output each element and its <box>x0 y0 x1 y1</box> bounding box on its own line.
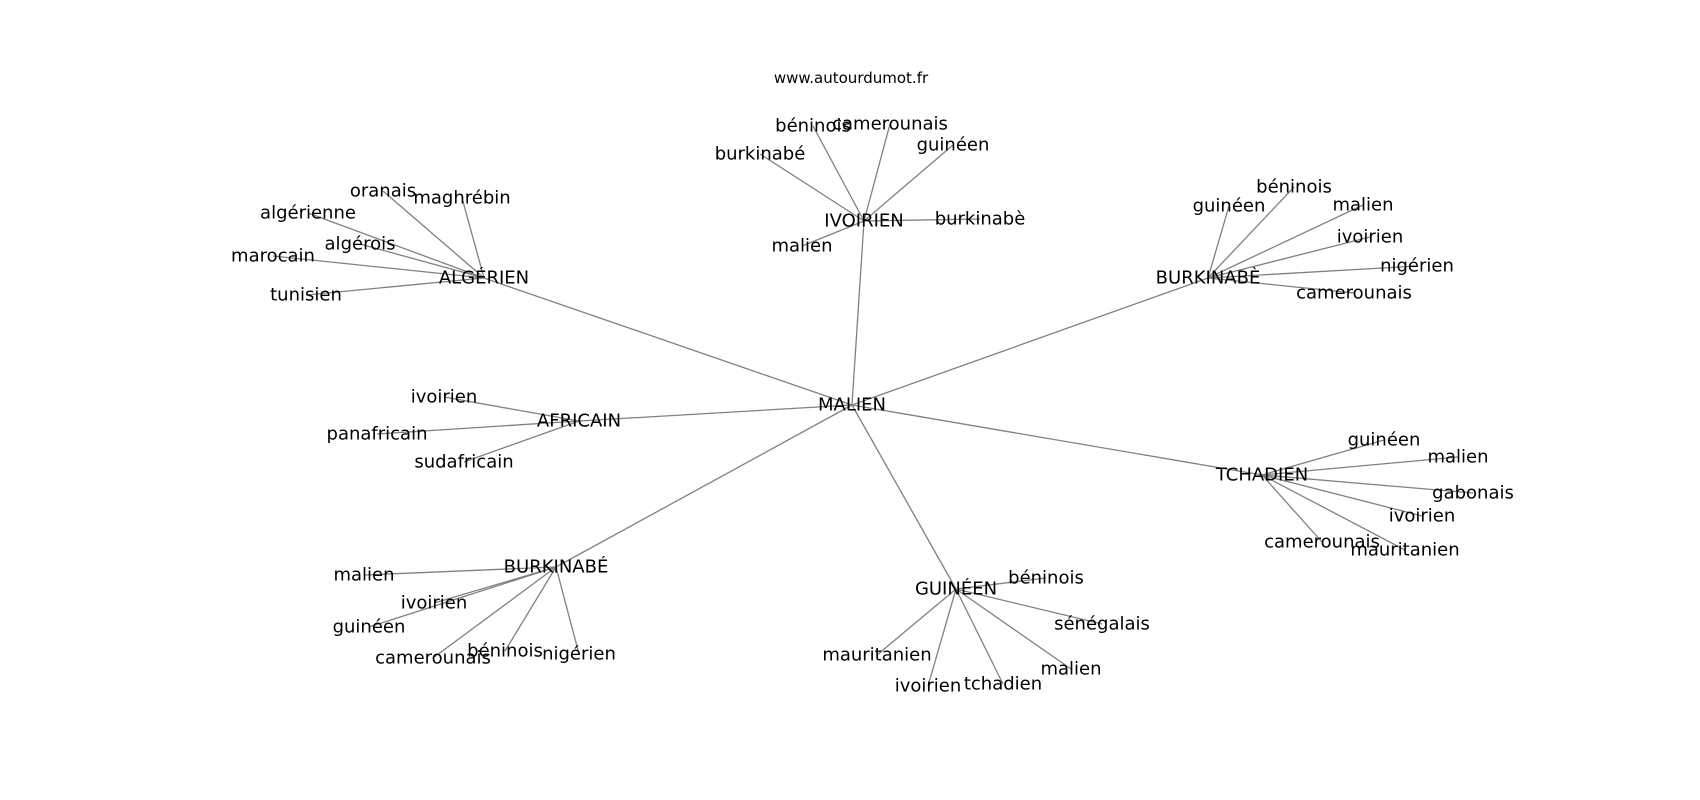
leaf-node-guineen-2[interactable]: mauritanien <box>822 645 931 666</box>
leaf-node-algerien-4[interactable]: marocain <box>231 246 315 267</box>
edge-center-ivoirien <box>851 220 865 406</box>
leaf-node-africain-1[interactable]: panafricain <box>327 424 428 445</box>
edge-burkinabe-acute-leaf-4 <box>504 566 557 652</box>
edge-burkinabe-acute-leaf-5 <box>555 566 580 655</box>
hub-node-burkinabe-grave[interactable]: BURKINABÈ <box>1156 267 1261 289</box>
leaf-node-guineen-4[interactable]: ivoirien <box>895 676 962 697</box>
leaf-node-africain-0[interactable]: ivoirien <box>411 387 478 408</box>
hub-node-algerien[interactable]: ALGÉRIEN <box>439 267 529 289</box>
edge-africain-leaf-0 <box>443 396 580 422</box>
edge-center-burkinabe-grave <box>851 277 1209 406</box>
edge-algerien-leaf-4 <box>272 255 485 279</box>
edge-guineen-leaf-2 <box>876 588 957 656</box>
leaf-node-ivoirien-5[interactable]: malien <box>771 236 832 257</box>
hub-node-guineen[interactable]: GUINÉEN <box>915 578 997 600</box>
leaf-node-ivoirien-3[interactable]: burkinabé <box>715 144 806 165</box>
leaf-node-burkinabe-acute-2[interactable]: guinéen <box>333 617 406 638</box>
leaf-node-ivoirien-4[interactable]: burkinabè <box>935 209 1026 230</box>
labels-layer: www.autourdumot.fr MALIEN ALGÉRIEN oranais… <box>231 69 1514 697</box>
hub-node-ivoirien[interactable]: IVOIRIEN <box>824 211 903 232</box>
edge-guineen-leaf-1 <box>955 588 1103 625</box>
edge-tchadien-leaf-2 <box>1261 474 1474 494</box>
edge-center-africain <box>578 404 853 422</box>
edge-africain-leaf-1 <box>376 420 580 435</box>
edge-africain-leaf-2 <box>463 420 580 463</box>
hub-node-burkinabe-acute[interactable]: BURKINABÉ <box>504 556 609 578</box>
edge-center-tchadien <box>851 404 1263 476</box>
leaf-node-algerien-2[interactable]: algérienne <box>260 203 356 224</box>
hub-node-africain[interactable]: AFRICAIN <box>537 411 621 432</box>
leaf-node-algerien-5[interactable]: tunisien <box>270 285 342 306</box>
edge-burkinabe-acute-leaf-2 <box>368 566 557 628</box>
hub-node-tchadien[interactable]: TCHADIEN <box>1215 465 1308 486</box>
leaf-node-burkinabe-grave-2[interactable]: malien <box>1332 195 1393 216</box>
edge-burkinabe-grave-leaf-3 <box>1207 236 1371 279</box>
edge-ivoirien-leaf-3 <box>759 153 865 222</box>
edge-ivoirien-leaf-1 <box>863 123 891 222</box>
leaf-node-burkinabe-acute-4[interactable]: béninois <box>467 641 543 662</box>
leaf-node-tchadien-4[interactable]: camerounais <box>1264 532 1380 553</box>
edge-algerien-leaf-0 <box>382 190 485 279</box>
edge-burkinabe-acute-leaf-0 <box>363 566 557 576</box>
leaf-node-burkinabe-acute-0[interactable]: malien <box>333 565 394 586</box>
leaf-node-guineen-0[interactable]: béninois <box>1008 568 1084 589</box>
leaf-node-ivoirien-2[interactable]: guinéen <box>917 135 990 156</box>
edge-guineen-leaf-0 <box>955 577 1047 590</box>
leaf-node-burkinabe-acute-3[interactable]: camerounais <box>375 648 491 669</box>
edge-algerien-leaf-3 <box>359 243 485 279</box>
edge-burkinabe-grave-leaf-4 <box>1207 265 1418 279</box>
edge-ivoirien-leaf-0 <box>812 125 865 222</box>
edge-ivoirien-leaf-4 <box>863 218 981 222</box>
center-node-malien[interactable]: MALIEN <box>818 395 886 416</box>
edge-guineen-leaf-4 <box>927 588 957 687</box>
leaf-node-burkinabe-grave-3[interactable]: ivoirien <box>1337 227 1404 248</box>
edge-tchadien-leaf-5 <box>1261 474 1406 551</box>
edge-center-burkinabe-acute <box>555 404 853 568</box>
edge-burkinabe-acute-leaf-3 <box>432 566 557 659</box>
edge-ivoirien-leaf-2 <box>863 144 954 222</box>
leaf-node-guineen-1[interactable]: sénégalais <box>1054 614 1150 635</box>
leaf-node-tchadien-1[interactable]: malien <box>1427 447 1488 468</box>
edge-algerien-leaf-1 <box>461 197 485 279</box>
leaf-node-africain-2[interactable]: sudafricain <box>414 452 513 473</box>
edge-center-guineen <box>851 404 957 590</box>
edge-algerien-leaf-5 <box>305 277 485 296</box>
edge-burkinabe-grave-leaf-0 <box>1207 186 1295 279</box>
leaf-node-ivoirien-1[interactable]: camerounais <box>832 114 948 135</box>
edge-algerien-leaf-2 <box>307 212 485 279</box>
edge-tchadien-leaf-1 <box>1261 456 1459 476</box>
edge-ivoirien-leaf-5 <box>801 220 865 247</box>
leaf-node-burkinabe-acute-5[interactable]: nigérien <box>542 644 616 665</box>
leaf-node-burkinabe-grave-4[interactable]: nigérien <box>1380 256 1454 277</box>
leaf-node-tchadien-2[interactable]: gabonais <box>1432 483 1514 504</box>
edge-guineen-leaf-5 <box>955 588 1004 685</box>
leaf-node-ivoirien-0[interactable]: béninois <box>775 116 851 137</box>
leaf-node-burkinabe-grave-5[interactable]: camerounais <box>1296 283 1412 304</box>
leaf-node-tchadien-0[interactable]: guinéen <box>1348 430 1421 451</box>
edges-layer <box>272 123 1474 687</box>
leaf-node-burkinabe-acute-1[interactable]: ivoirien <box>401 593 468 614</box>
leaf-node-burkinabe-grave-0[interactable]: béninois <box>1256 177 1332 198</box>
leaf-node-algerien-1[interactable]: maghrébin <box>413 188 510 209</box>
leaf-node-algerien-0[interactable]: oranais <box>350 181 416 202</box>
edge-center-algerien <box>483 277 853 406</box>
edge-tchadien-leaf-0 <box>1261 439 1385 476</box>
edge-burkinabe-grave-leaf-1 <box>1207 205 1230 279</box>
edge-tchadien-leaf-4 <box>1261 474 1323 543</box>
leaf-node-tchadien-5[interactable]: mauritanien <box>1350 540 1459 561</box>
edge-tchadien-leaf-3 <box>1261 474 1423 517</box>
leaf-node-guineen-3[interactable]: malien <box>1040 659 1101 680</box>
leaf-node-burkinabe-grave-1[interactable]: guinéen <box>1193 196 1266 217</box>
edge-guineen-leaf-3 <box>955 588 1072 670</box>
edge-burkinabe-grave-leaf-5 <box>1207 277 1355 294</box>
edge-burkinabe-grave-leaf-2 <box>1207 204 1364 279</box>
leaf-node-algerien-3[interactable]: algérois <box>325 234 396 255</box>
watermark-text: www.autourdumot.fr <box>774 69 929 87</box>
leaf-node-tchadien-3[interactable]: ivoirien <box>1389 506 1456 527</box>
leaf-node-guineen-5[interactable]: tchadien <box>964 674 1042 695</box>
